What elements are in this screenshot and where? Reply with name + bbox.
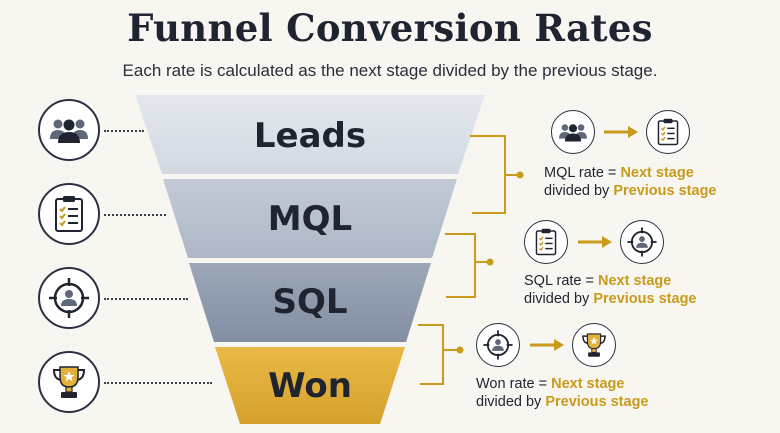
funnel-stage-leads	[135, 95, 485, 174]
won-rate-formula: Won rate = Next stage divided by Previou…	[476, 376, 649, 410]
bracket-sql-rate	[445, 233, 494, 298]
arrow-right-icon	[578, 236, 612, 248]
clipboard-checklist-icon	[38, 183, 100, 245]
dotted-connector	[104, 130, 144, 132]
page-subtitle: Each rate is calculated as the next stag…	[122, 61, 658, 80]
trophy-icon	[572, 323, 616, 367]
trophy-icon	[38, 351, 100, 413]
dotted-connector	[104, 214, 166, 216]
stage-label-leads: Leads	[253, 116, 367, 156]
stage-label-mql: MQL	[267, 199, 353, 239]
clipboard-checklist-icon	[646, 110, 690, 154]
clipboard-checklist-icon	[524, 220, 568, 264]
sql-rate-formula: SQL rate = Next stage divided by Previou…	[524, 273, 697, 307]
bracket-won-rate	[418, 324, 464, 385]
bracket-mql-rate	[470, 135, 524, 214]
funnel-stage-won	[215, 347, 405, 424]
mql-rate-formula: MQL rate = Next stage divided by Previou…	[544, 165, 717, 199]
people-icon	[38, 99, 100, 161]
arrow-right-icon	[530, 339, 564, 351]
stage-label-won: Won	[268, 366, 352, 406]
funnel-stage-sql	[189, 263, 431, 342]
target-person-icon	[38, 267, 100, 329]
dotted-connector	[104, 298, 188, 300]
arrow-right-icon	[604, 126, 638, 138]
target-person-icon	[620, 220, 664, 264]
funnel-stage-mql	[163, 179, 457, 258]
target-person-icon	[476, 323, 520, 367]
people-icon	[551, 110, 595, 154]
stage-label-sql: SQL	[272, 282, 348, 322]
page-title: Funnel Conversion Rates	[127, 6, 653, 50]
dotted-connector	[104, 382, 212, 384]
